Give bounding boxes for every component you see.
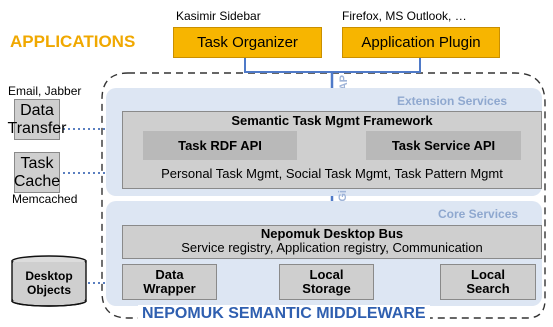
data-wrapper-line2: Wrapper xyxy=(143,281,196,296)
task-cache-line2: Cache xyxy=(13,172,61,190)
firefox-outlook-label: Firefox, MS Outlook, … xyxy=(342,9,467,23)
local-storage-line1: Local xyxy=(309,267,344,282)
local-search-box: Local Search xyxy=(440,264,536,300)
task-rdf-api-box: Task RDF API xyxy=(143,131,297,160)
task-mgmt-types: Personal Task Mgmt, Social Task Mgmt, Ta… xyxy=(161,166,503,181)
data-transfer-box: Data Transfer xyxy=(8,99,67,140)
task-cache-box: Task Cache xyxy=(14,152,60,193)
local-storage-box: Local Storage xyxy=(279,264,374,300)
local-storage-line2: Storage xyxy=(302,281,351,296)
local-search-line2: Search xyxy=(466,281,510,296)
task-service-api-label: Task Service API xyxy=(391,137,496,153)
desktop-objects-line1: Desktop xyxy=(25,269,73,283)
memcached-label: Memcached xyxy=(12,192,78,206)
task-organizer-box: Task Organizer xyxy=(173,27,322,58)
desktop-objects-cylinder xyxy=(11,255,87,307)
middleware-boundary xyxy=(101,72,546,319)
local-search-line1: Local xyxy=(471,267,505,282)
middleware-footer: NEPOMUK SEMANTIC MIDDLEWARE xyxy=(138,305,430,323)
data-wrapper-box: Data Wrapper xyxy=(122,264,217,300)
application-plugin-label: Application Plugin xyxy=(361,34,481,51)
application-plugin-box: Application Plugin xyxy=(342,27,500,58)
desktop-objects-line2: Objects xyxy=(26,283,71,297)
data-wrapper-line1: Data xyxy=(155,267,184,282)
task-organizer-label: Task Organizer xyxy=(197,34,298,51)
task-service-api-box: Task Service API xyxy=(366,131,521,160)
applications-label: APPLICATIONS xyxy=(10,32,136,51)
kasimir-sidebar-label: Kasimir Sidebar xyxy=(176,9,261,23)
desktop-objects-label: Desktop Objects xyxy=(12,266,86,300)
framework-title: Semantic Task Mgmt Framework xyxy=(231,113,433,128)
task-cache-line1: Task xyxy=(20,154,54,172)
app-plugin-line xyxy=(332,57,421,73)
task-rdf-api-label: Task RDF API xyxy=(178,137,262,153)
nepomuk-desktop-bus-box xyxy=(122,225,542,259)
data-transfer-line2: Transfer xyxy=(7,119,67,137)
extension-services-label: Extension Services xyxy=(397,94,508,108)
desktop-bus-title: Nepomuk Desktop Bus xyxy=(260,226,404,241)
core-services-label: Core Services xyxy=(438,207,519,221)
email-jabber-label: Email, Jabber xyxy=(8,84,82,98)
desktop-bus-subtitle: Service registry, Application registry, … xyxy=(181,240,483,255)
data-transfer-line1: Data xyxy=(20,101,54,119)
task-organizer-line xyxy=(244,57,332,73)
